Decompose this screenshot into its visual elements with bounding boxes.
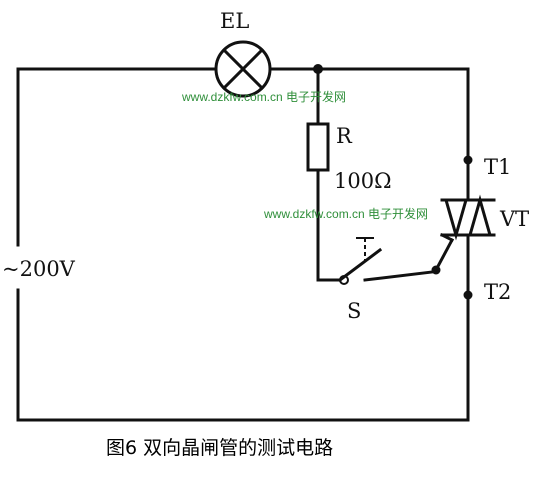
label-t2: T2 <box>484 280 511 304</box>
label-r: R <box>336 124 353 148</box>
label-vt: VT <box>499 207 529 231</box>
resistor-symbol <box>306 122 330 172</box>
watermark-2: www.dzkfw.com.cn 电子开发网 <box>263 206 428 221</box>
lamp-symbol <box>214 40 272 98</box>
label-el: EL <box>220 9 249 33</box>
junction-dot-top <box>313 64 323 74</box>
switch-symbol <box>337 237 455 285</box>
label-resistance-value: 100Ω <box>334 169 392 193</box>
label-s: S <box>347 299 361 323</box>
watermark-1: www.dzkfw.com.cn 电子开发网 <box>181 89 346 104</box>
label-t1: T1 <box>484 155 511 179</box>
junction-dot-t2 <box>463 290 473 300</box>
triac-symbol <box>439 194 496 243</box>
label-source: ~200V <box>2 257 76 281</box>
figure-caption: 图6 双向晶闸管的测试电路 <box>106 437 333 459</box>
wires <box>16 67 470 422</box>
junction-dot-t1 <box>463 155 473 165</box>
